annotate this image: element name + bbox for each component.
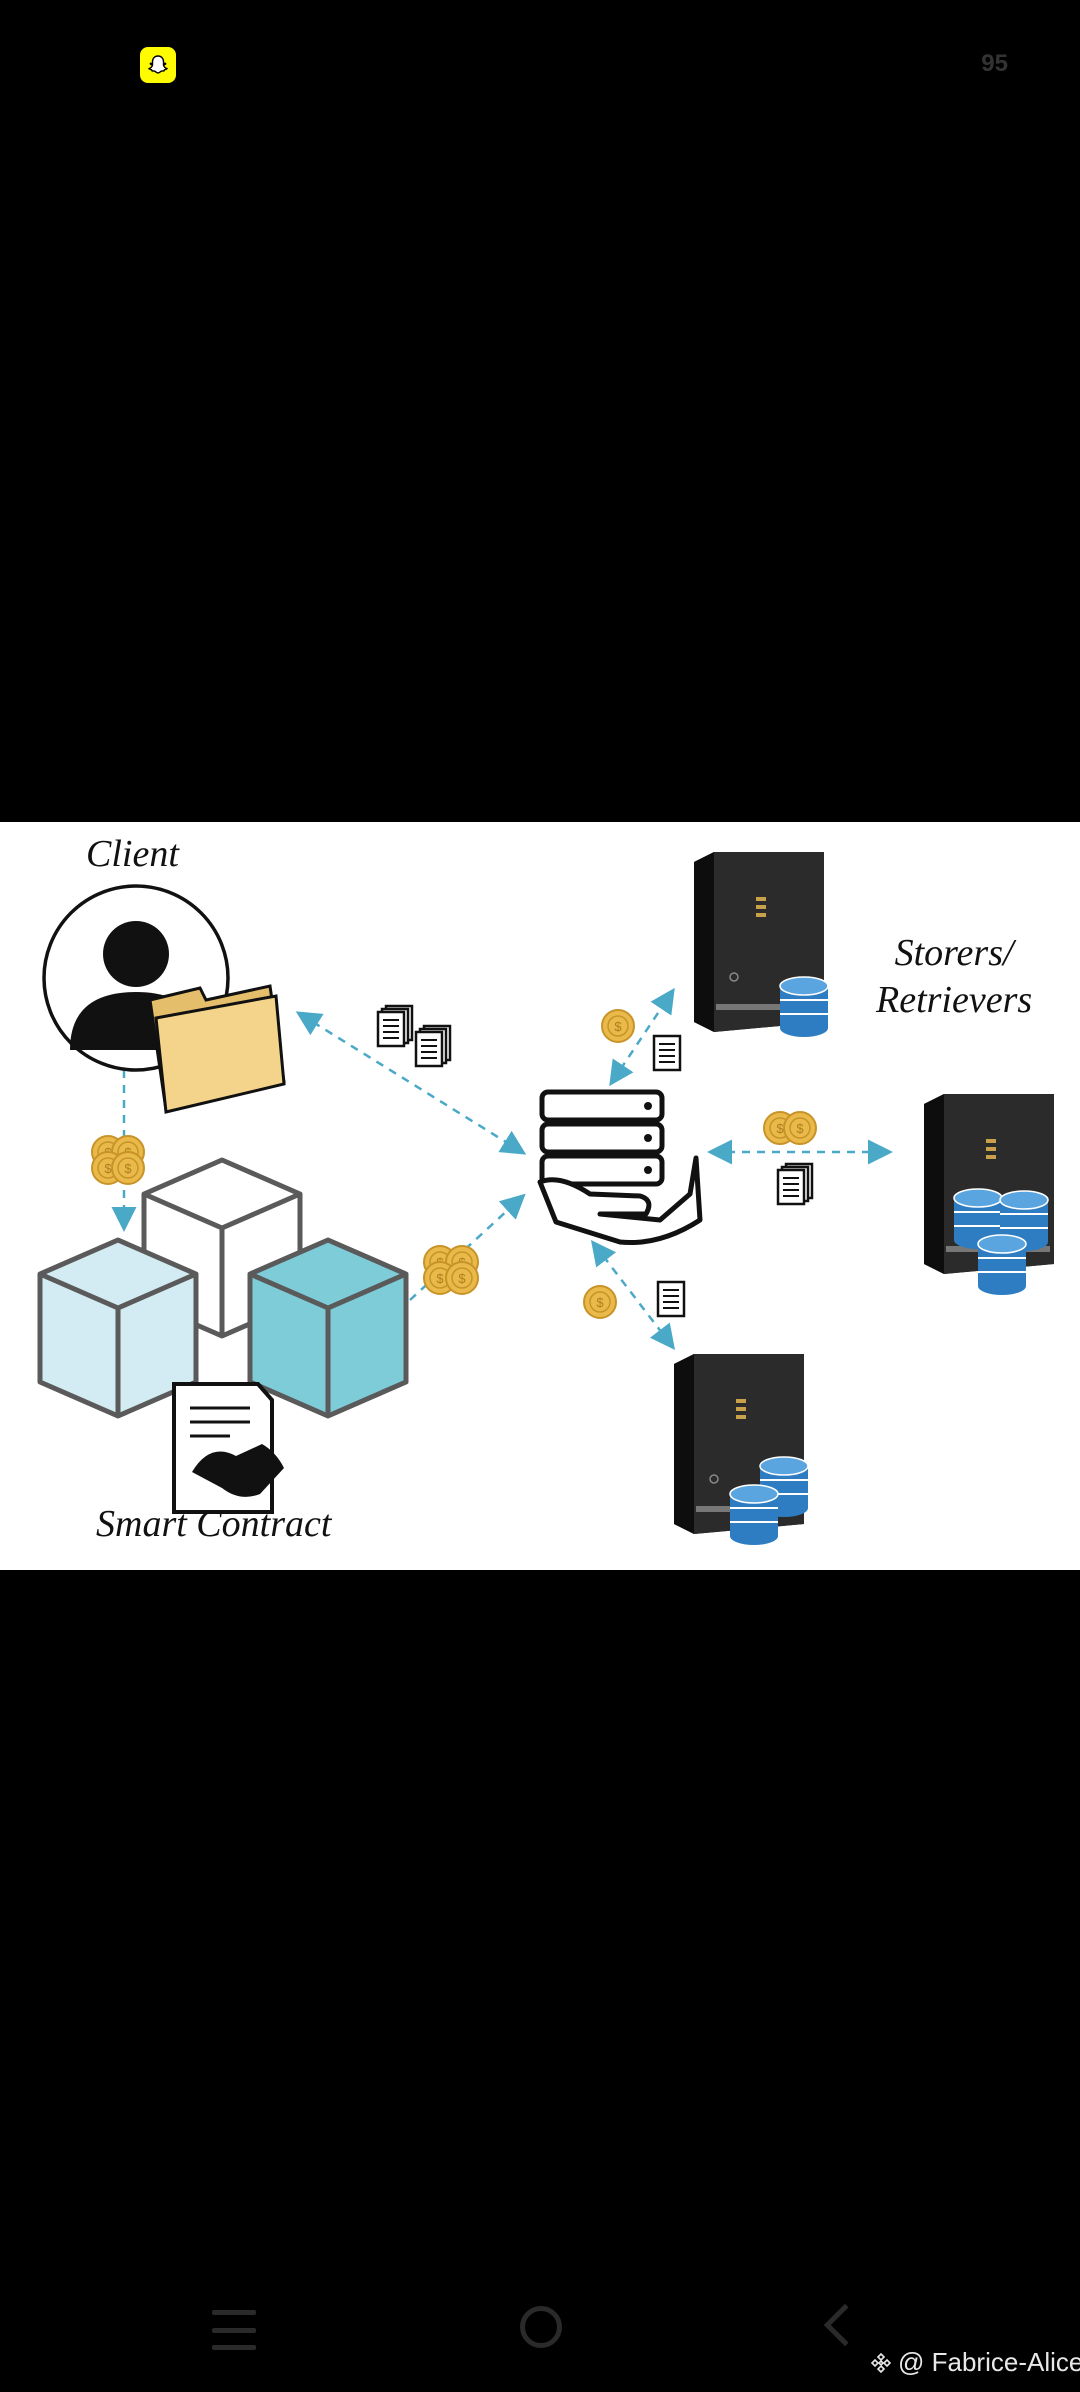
document-stack-icon (778, 1164, 812, 1204)
handshake-contract-icon (172, 1382, 284, 1514)
coin-stack-icon (763, 1111, 817, 1145)
snapchat-ghost-icon[interactable] (140, 47, 176, 83)
blockchain-cubes-icon (37, 1157, 409, 1419)
status-bar: 95 (0, 0, 1080, 120)
storers-label-line1: Storers/ (894, 932, 1014, 974)
battery-level: 95 (981, 50, 1008, 77)
smart-contract-label: Smart Contract (96, 1503, 332, 1545)
storage-network-diagram: $ (37, 851, 1055, 1546)
server-hand-icon (537, 1089, 703, 1245)
folder-icon (148, 984, 286, 1114)
watermark-text: @ Fabrice-Alice (898, 2347, 1080, 2377)
coin-icon (583, 1285, 617, 1319)
back-chevron-icon[interactable] (823, 2303, 867, 2347)
storers-retrievers-label: Storers/ Retrievers (876, 930, 1032, 1024)
binance-logo-icon (870, 2352, 892, 2373)
storage-server-icon (923, 1093, 1055, 1296)
document-icon (656, 1280, 686, 1318)
coin-stack-icon (91, 1135, 145, 1185)
document-stack-icon (378, 1006, 450, 1066)
storage-server-icon (673, 1353, 809, 1546)
storers-label-line2: Retrievers (876, 979, 1033, 1021)
system-navigation-bar (0, 2280, 1080, 2392)
storage-server-icon (693, 851, 829, 1038)
shared-image[interactable]: $ (0, 822, 1080, 1570)
coin-stack-icon (423, 1245, 479, 1295)
document-icon (652, 1034, 682, 1072)
coin-icon (601, 1009, 635, 1043)
menu-icon[interactable] (212, 2310, 256, 2350)
watermark: @ Fabrice-Alice (870, 2347, 1080, 2378)
client-label: Client (86, 833, 179, 875)
home-circle-icon[interactable] (520, 2306, 562, 2348)
